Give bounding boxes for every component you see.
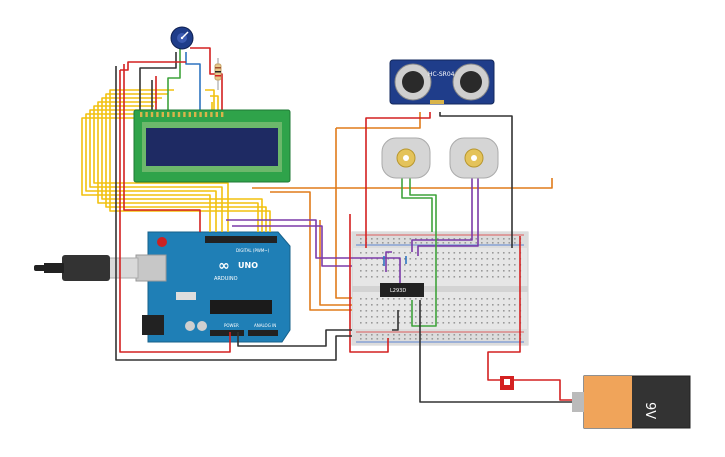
arduino-brand-label: ARDUINO bbox=[214, 276, 238, 282]
battery-9v[interactable]: 9V bbox=[572, 375, 691, 429]
analog-label: ANALOG IN bbox=[254, 323, 276, 328]
breadboard-holes bbox=[360, 238, 522, 340]
driver-label: L293D bbox=[390, 288, 406, 294]
sensor-label: HC-SR04 bbox=[428, 71, 455, 78]
digital-header-label: DIGITAL (PWM~) bbox=[236, 248, 270, 253]
power-label: POWER bbox=[224, 323, 239, 328]
slide-switch[interactable] bbox=[500, 376, 514, 390]
potentiometer[interactable] bbox=[170, 26, 194, 50]
lcd-display[interactable] bbox=[133, 109, 291, 183]
wires[interactable] bbox=[81, 47, 572, 403]
power-jack bbox=[142, 315, 164, 335]
motor-driver-l293d[interactable]: L293D bbox=[380, 283, 424, 297]
dc-motor-right[interactable] bbox=[449, 137, 499, 179]
usb-cable[interactable] bbox=[34, 255, 139, 281]
knob-icon bbox=[180, 36, 184, 40]
battery-label: 9V bbox=[642, 402, 657, 419]
infinity-logo-icon: ∞ bbox=[218, 258, 230, 274]
arduino-uno-board[interactable]: ∞ ARDUINO UNO DIGITAL (PWM~) POWER ANALO… bbox=[135, 231, 291, 343]
lcd-pin-header bbox=[140, 112, 224, 117]
arduino-model-label: UNO bbox=[238, 261, 258, 270]
breadboard[interactable] bbox=[351, 231, 529, 346]
resistor[interactable] bbox=[214, 58, 222, 90]
usb-port bbox=[135, 254, 167, 282]
ultrasonic-sensor-hc-sr04[interactable]: HC-SR04 bbox=[389, 59, 495, 105]
dc-motor-left[interactable] bbox=[381, 137, 431, 179]
reset-button[interactable] bbox=[157, 237, 167, 247]
lcd-screen bbox=[146, 128, 278, 166]
